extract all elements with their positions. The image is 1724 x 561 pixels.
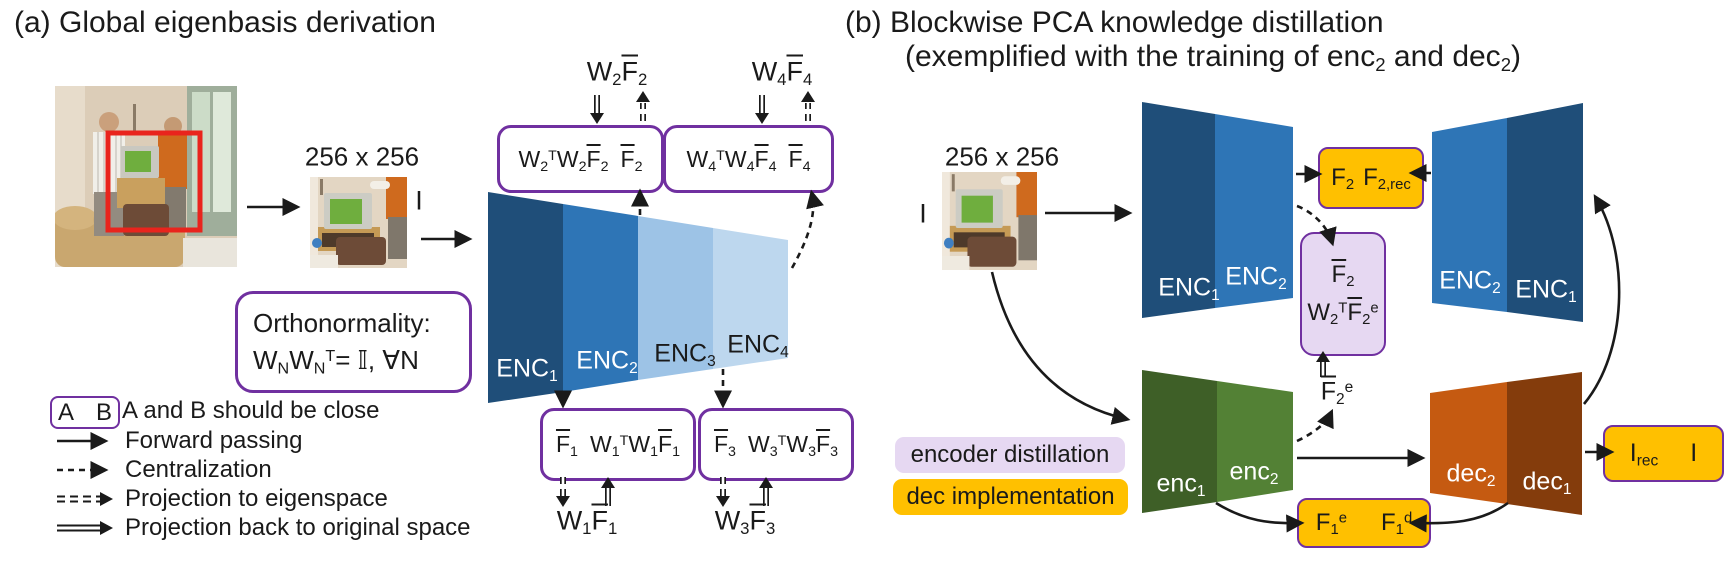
dec-implementation-badge: dec implementation bbox=[893, 479, 1128, 515]
formula: F1d bbox=[1381, 509, 1413, 539]
enc3-label-a: ENC3 bbox=[654, 339, 716, 370]
source-photo bbox=[53, 86, 237, 267]
cropped-scene-a bbox=[310, 177, 407, 268]
w2f2-label: W2F2 bbox=[586, 56, 648, 90]
badge-label: dec implementation bbox=[906, 483, 1115, 510]
student-enc2-block bbox=[1217, 381, 1293, 502]
teacher-enc2-out-label: ENC2 bbox=[1439, 266, 1501, 297]
teacher-enc2-in-block bbox=[1215, 114, 1293, 308]
formula: F4 bbox=[788, 145, 811, 175]
formula: W1TW1F1 bbox=[589, 431, 681, 460]
legend-proj-back-label: Projection back to original space bbox=[125, 514, 471, 541]
eigen-box-f3: F3 W3TW3F3 bbox=[698, 408, 854, 481]
formula: F2 bbox=[1331, 261, 1355, 291]
legend-close-box: A B bbox=[50, 396, 120, 429]
badge-label: encoder distillation bbox=[910, 441, 1110, 468]
input-symbol-a: I bbox=[415, 185, 423, 216]
encoder-distillation-badge: encoder distillation bbox=[895, 437, 1125, 473]
person-left-head bbox=[99, 112, 119, 132]
teacher-enc2-out-block bbox=[1432, 118, 1507, 312]
student-dec2-label: dec2 bbox=[1446, 459, 1496, 490]
formula: F2 bbox=[1331, 164, 1355, 194]
w1f1-label: W1F1 bbox=[556, 505, 618, 539]
cropped-scene-b bbox=[942, 172, 1037, 270]
eigen-projection-box: F2 W2TF2e bbox=[1300, 232, 1386, 356]
eigen-box-f4: W4TW4F4 F4 bbox=[663, 125, 834, 193]
student-dec1-block bbox=[1507, 372, 1582, 515]
student-dec2-block bbox=[1430, 382, 1507, 504]
legend-close-b: B bbox=[96, 398, 113, 426]
student-enc2-label: enc2 bbox=[1229, 457, 1279, 488]
legend-forward-label: Forward passing bbox=[125, 427, 303, 454]
w4f4-label: W4F4 bbox=[751, 56, 813, 90]
legend-close-label: A and B should be close bbox=[122, 397, 380, 424]
legend-centralization-label: Centralization bbox=[125, 456, 272, 483]
student-enc1-label: enc1 bbox=[1156, 469, 1206, 500]
formula: W2TF2e bbox=[1307, 299, 1379, 329]
formula: W2TW2F2 bbox=[518, 145, 609, 175]
enc1-block-a bbox=[488, 192, 563, 403]
teacher-enc1-out-label: ENC1 bbox=[1515, 275, 1577, 306]
w3f3-label: W3F3 bbox=[714, 505, 776, 539]
enc2-label-a: ENC2 bbox=[576, 346, 638, 377]
formula: F2 bbox=[620, 145, 643, 175]
formula: I bbox=[1690, 439, 1698, 467]
cropped-photo-a bbox=[310, 177, 407, 268]
formula: F3 bbox=[713, 431, 736, 460]
teacher-enc1-in-label: ENC1 bbox=[1158, 273, 1220, 304]
student-enc1-block bbox=[1142, 370, 1217, 513]
formula: W4TW4F4 bbox=[686, 145, 777, 175]
f1-match-box: F1e F1d bbox=[1297, 498, 1431, 548]
orthonormality-title: Orthonormality: bbox=[253, 308, 431, 338]
orthonormality-box: Orthonormality: WNWNT= 𝕀, ∀N bbox=[235, 291, 472, 393]
f2-match-box: F2 F2,rec bbox=[1318, 147, 1424, 209]
formula: F2,rec bbox=[1363, 164, 1411, 194]
red-crop-rectangle bbox=[105, 130, 203, 233]
panel-a-title: (a) Global eigenbasis derivation bbox=[14, 6, 436, 39]
living-room-scene bbox=[53, 86, 237, 267]
f2e-centered-feature-label: F2e bbox=[1320, 377, 1354, 408]
enc2-block-a bbox=[563, 204, 638, 392]
legend-close-a: A bbox=[57, 398, 74, 426]
teacher-enc1-in-block bbox=[1142, 102, 1215, 318]
resolution-label-b: 256 x 256 bbox=[944, 141, 1060, 172]
formula: Irec bbox=[1629, 439, 1659, 470]
teacher-enc2-in-label: ENC2 bbox=[1225, 262, 1287, 293]
enc3-block-a bbox=[638, 216, 713, 380]
enc4-block-a bbox=[713, 228, 788, 369]
panel-b-title-line1: (b) Blockwise PCA knowledge distillation bbox=[845, 6, 1384, 39]
enc1-label-a: ENC1 bbox=[496, 354, 558, 385]
enc4-label-a: ENC4 bbox=[727, 330, 789, 361]
formula: F1 bbox=[555, 431, 578, 460]
legend-proj-eigenspace-label: Projection to eigenspace bbox=[125, 485, 388, 512]
irec-match-box: Irec I bbox=[1603, 425, 1724, 482]
formula: F1e bbox=[1315, 509, 1347, 539]
formula: W3TW3F3 bbox=[747, 431, 839, 460]
panel-b-title-line2: (exemplified with the training of enc2 a… bbox=[905, 40, 1522, 76]
student-dec1-label: dec1 bbox=[1522, 467, 1572, 498]
teacher-enc1-out-block bbox=[1507, 103, 1583, 322]
eigen-box-f1: F1 W1TW1F1 bbox=[540, 408, 696, 481]
cropped-photo-b bbox=[942, 172, 1037, 270]
input-symbol-b: I bbox=[919, 198, 927, 229]
eigen-box-f2: W2TW2F2 F2 bbox=[497, 125, 664, 193]
orthonormality-formula: WNWNT= 𝕀, ∀N bbox=[253, 345, 419, 378]
resolution-label-a: 256 x 256 bbox=[304, 141, 420, 172]
